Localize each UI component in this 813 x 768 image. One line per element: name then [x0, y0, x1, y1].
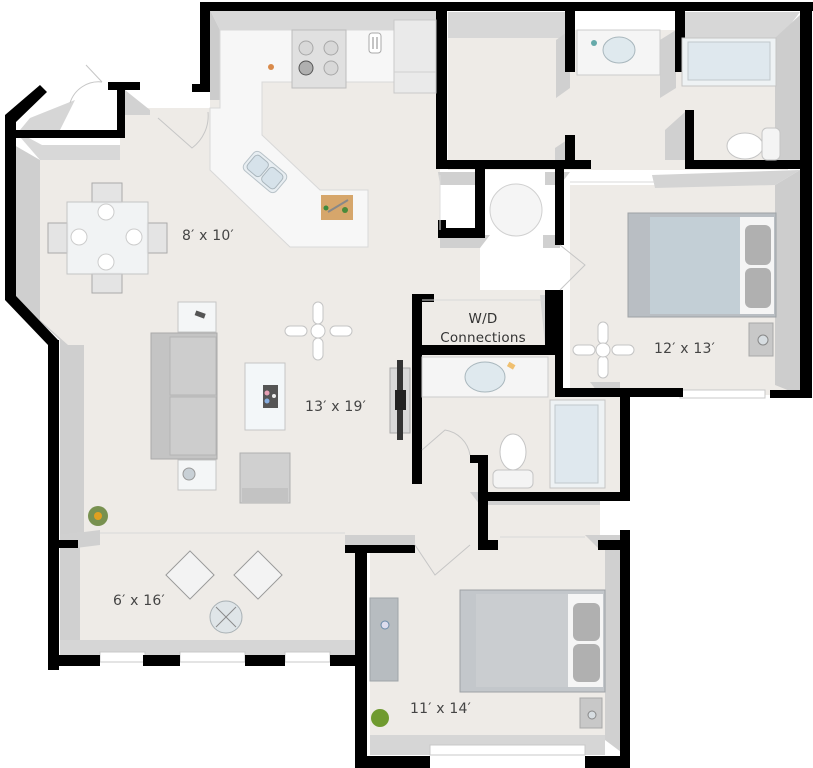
room-dimension-living: 13′ x 19′: [305, 399, 366, 415]
patio-furniture: [165, 550, 283, 634]
plant-icon: [371, 709, 389, 727]
room-dimension-patio: 6′ x 16′: [113, 593, 165, 609]
nightstand-icon: [748, 322, 774, 357]
armchair-icon: [239, 452, 291, 504]
kitchen-counter: [209, 19, 437, 248]
laundry-label-line2: Connections: [440, 330, 526, 346]
toaster-icon: [368, 32, 382, 54]
walls: [5, 2, 813, 768]
water-heater-icon: [489, 183, 543, 237]
toilet-icon: [492, 433, 534, 489]
windows: [99, 389, 766, 756]
plant-icon: [88, 506, 108, 526]
ceiling-fan-icon: [284, 301, 353, 361]
laundry-label: W/D Connections: [428, 310, 538, 348]
fruit-icon: [268, 64, 274, 70]
bed-2-icon: [459, 589, 606, 693]
toilet-icon: [726, 127, 781, 161]
dresser-icon: [369, 597, 399, 682]
vanity-sink-icon: [464, 361, 506, 393]
room-dimension-master-bedroom: 12′ x 13′: [654, 341, 715, 357]
laundry-label-line1: W/D: [468, 311, 498, 327]
double-sink-icon: [242, 150, 288, 194]
dining-table-icon: [47, 182, 168, 294]
cutting-board-icon: [321, 195, 353, 220]
refrigerator-icon: [393, 19, 437, 94]
range-icon: [291, 29, 347, 89]
master-bed-icon: [627, 212, 777, 318]
end-table-lamp-icon: [177, 459, 217, 491]
room-dimension-bedroom-2: 11′ x 14′: [410, 701, 471, 717]
nightstand-icon: [579, 697, 603, 729]
master-bath: [576, 29, 781, 161]
end-table-icon: [177, 301, 217, 333]
vanity-sink-icon: [602, 36, 636, 64]
room-dimension-dining: 8′ x 10′: [182, 228, 234, 244]
ceiling-fan-icon: [572, 321, 635, 379]
doors: [69, 64, 655, 576]
coffee-table-icon: [244, 362, 286, 431]
sofa-icon: [150, 332, 218, 460]
hall-bath: [421, 356, 606, 489]
tv-icon: [389, 360, 411, 440]
living-furniture: [88, 301, 411, 526]
